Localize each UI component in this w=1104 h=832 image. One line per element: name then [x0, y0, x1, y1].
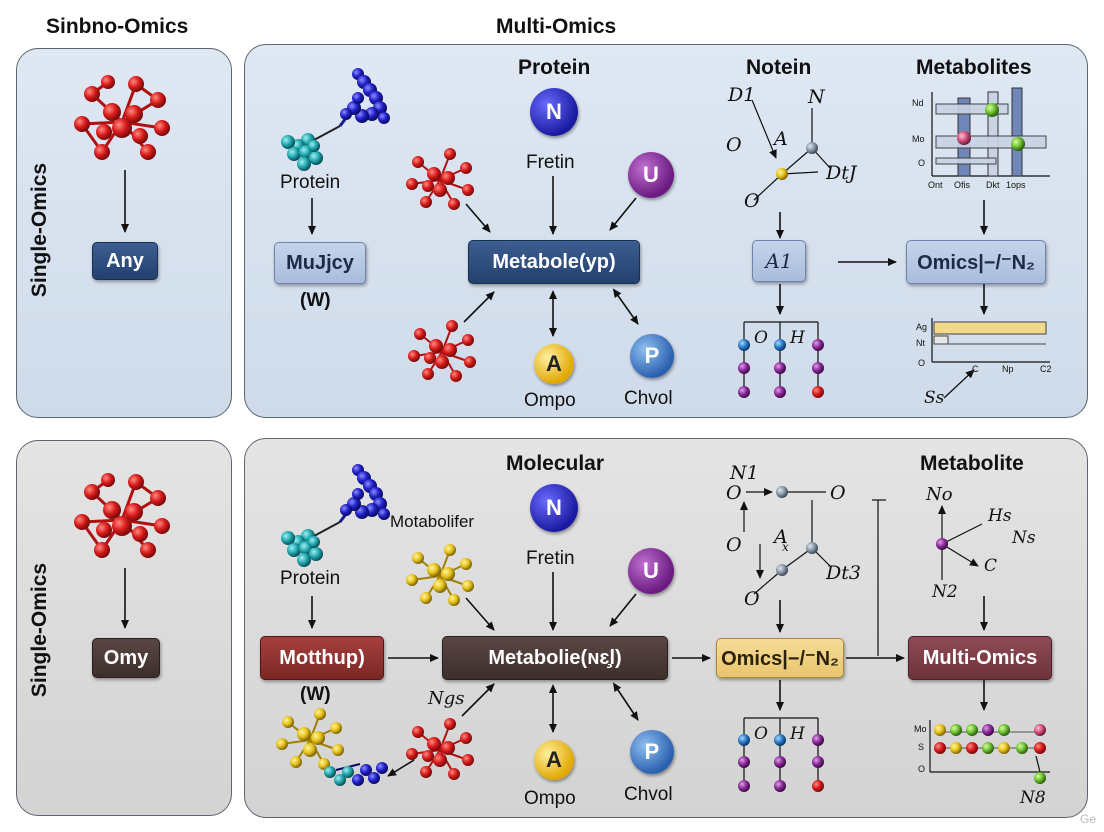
multi-omics-title: Multi-Omics — [496, 15, 617, 38]
mtab-x-2: Dkt — [986, 180, 1000, 190]
bottom-n-circle[interactable]: N — [530, 484, 578, 532]
top-d1-label: D1 — [728, 84, 756, 106]
top-notein-header: Notein — [746, 56, 812, 79]
bottom-a-circle[interactable]: A — [534, 740, 574, 780]
mtab-y-0: Nd — [912, 98, 924, 108]
top-a1-box[interactable]: A1 — [752, 240, 806, 282]
top-metabolites-header: Metabolites — [916, 56, 1032, 79]
bottom-single-box[interactable]: Omy — [92, 638, 160, 678]
bottom-ngs-label: Ngs — [428, 688, 465, 709]
bottom-n2-label: N2 — [932, 582, 958, 602]
top-ompo-label: Ompo — [524, 390, 576, 411]
top-p-circle[interactable]: P — [630, 334, 674, 378]
bottom-protein-label: Protein — [280, 568, 341, 589]
bottom-multi-omics-box[interactable]: Multi-Omics — [908, 636, 1052, 680]
top-a-label: A — [774, 128, 788, 150]
top-metabole-box[interactable]: Metabole(yp) — [468, 240, 640, 284]
top-n-circle[interactable]: N — [530, 88, 578, 136]
dot-y-1: S — [918, 742, 925, 752]
bottom-dt3-label: Dt3 — [826, 562, 861, 584]
top-w-label: (W) — [300, 290, 331, 311]
top-single-panel — [16, 48, 232, 418]
top-a-circle[interactable]: A — [534, 344, 574, 384]
bar-y-1: Nt — [916, 338, 925, 348]
top-dtj-label: DtJ — [826, 162, 857, 184]
bottom-chvol-label: Chvol — [624, 784, 673, 805]
top-u-circle[interactable]: U — [628, 152, 674, 198]
mtab-y-1: Mo — [912, 134, 925, 144]
bottom-mothup-box[interactable]: Motthup) — [260, 636, 384, 680]
bottom-n8-label: N8 — [1020, 788, 1046, 808]
top-n-label: N — [808, 86, 825, 108]
bottom-ompo-label: Ompo — [524, 788, 576, 809]
bottom-molecular-header: Molecular — [506, 452, 605, 475]
bar-x-0: C — [972, 364, 979, 374]
mtab-x-1: Ofis — [954, 180, 971, 190]
bottom-o3-label: O — [726, 534, 742, 556]
top-side-label: Single-Omics — [28, 162, 51, 298]
bottom-o2-label: O — [830, 482, 846, 504]
bottom-tree-h: H — [790, 724, 805, 744]
top-omics-box[interactable]: Omics|−/⁻N₂ — [906, 240, 1046, 284]
bottom-omics-box[interactable]: Omics|−/⁻N₂ — [716, 638, 844, 678]
watermark: Ge — [1080, 812, 1097, 826]
bottom-o4-label: O — [744, 588, 760, 610]
bottom-u-circle[interactable]: U — [628, 548, 674, 594]
bottom-a-label: A — [774, 526, 788, 548]
top-single-box[interactable]: Any — [92, 242, 158, 280]
bar-x-2: C2 — [1040, 364, 1052, 374]
bar-y-2: O — [918, 358, 926, 368]
mtab-x-0: Ont — [928, 180, 943, 190]
bottom-w-label: (W) — [300, 684, 331, 705]
bottom-ns-label: Ns — [1012, 528, 1036, 548]
bottom-metabolite-header: Metabolite — [920, 452, 1024, 475]
bottom-fretin-label: Fretin — [526, 548, 575, 569]
top-o-label: O — [726, 134, 742, 156]
bottom-o1-label: O — [726, 482, 742, 504]
bottom-p-circle[interactable]: P — [630, 730, 674, 774]
top-protein-label: Protein — [280, 172, 341, 193]
top-ss-label: Ss — [924, 388, 945, 408]
top-tree-h: H — [790, 328, 805, 348]
bottom-side-label: Single-Omics — [28, 562, 51, 698]
bar-y-0: Ag — [916, 322, 928, 332]
bar-x-1: Np — [1002, 364, 1014, 374]
bottom-c-label: C — [984, 556, 998, 576]
dot-y-2: O — [918, 764, 926, 774]
bottom-n1-label: N1 — [730, 462, 759, 484]
top-o-label-2: O — [744, 190, 760, 212]
mtab-y-2: O — [918, 158, 926, 168]
top-tree-o: O — [754, 328, 768, 348]
bottom-tree-o: O — [754, 724, 768, 744]
single-omics-title: Sinbno-Omics — [46, 15, 189, 38]
bottom-hs-label: Hs — [988, 506, 1012, 526]
bottom-no-label: No — [926, 484, 953, 505]
dot-y-0: Mo — [914, 724, 927, 734]
bottom-motabolifer-label: Motabolifer — [390, 512, 475, 531]
top-chvol-label: Chvol — [624, 388, 673, 409]
bottom-x-label: x — [782, 540, 789, 554]
mtab-x-3: 1ops — [1006, 180, 1026, 190]
top-fretin-label: Fretin — [526, 152, 575, 173]
top-mujcy-box[interactable]: MuJjcy — [274, 242, 366, 284]
bottom-metabolie-box[interactable]: Metabolie(ɴɛ̧l) — [442, 636, 668, 680]
top-protein-header: Protein — [518, 56, 591, 79]
